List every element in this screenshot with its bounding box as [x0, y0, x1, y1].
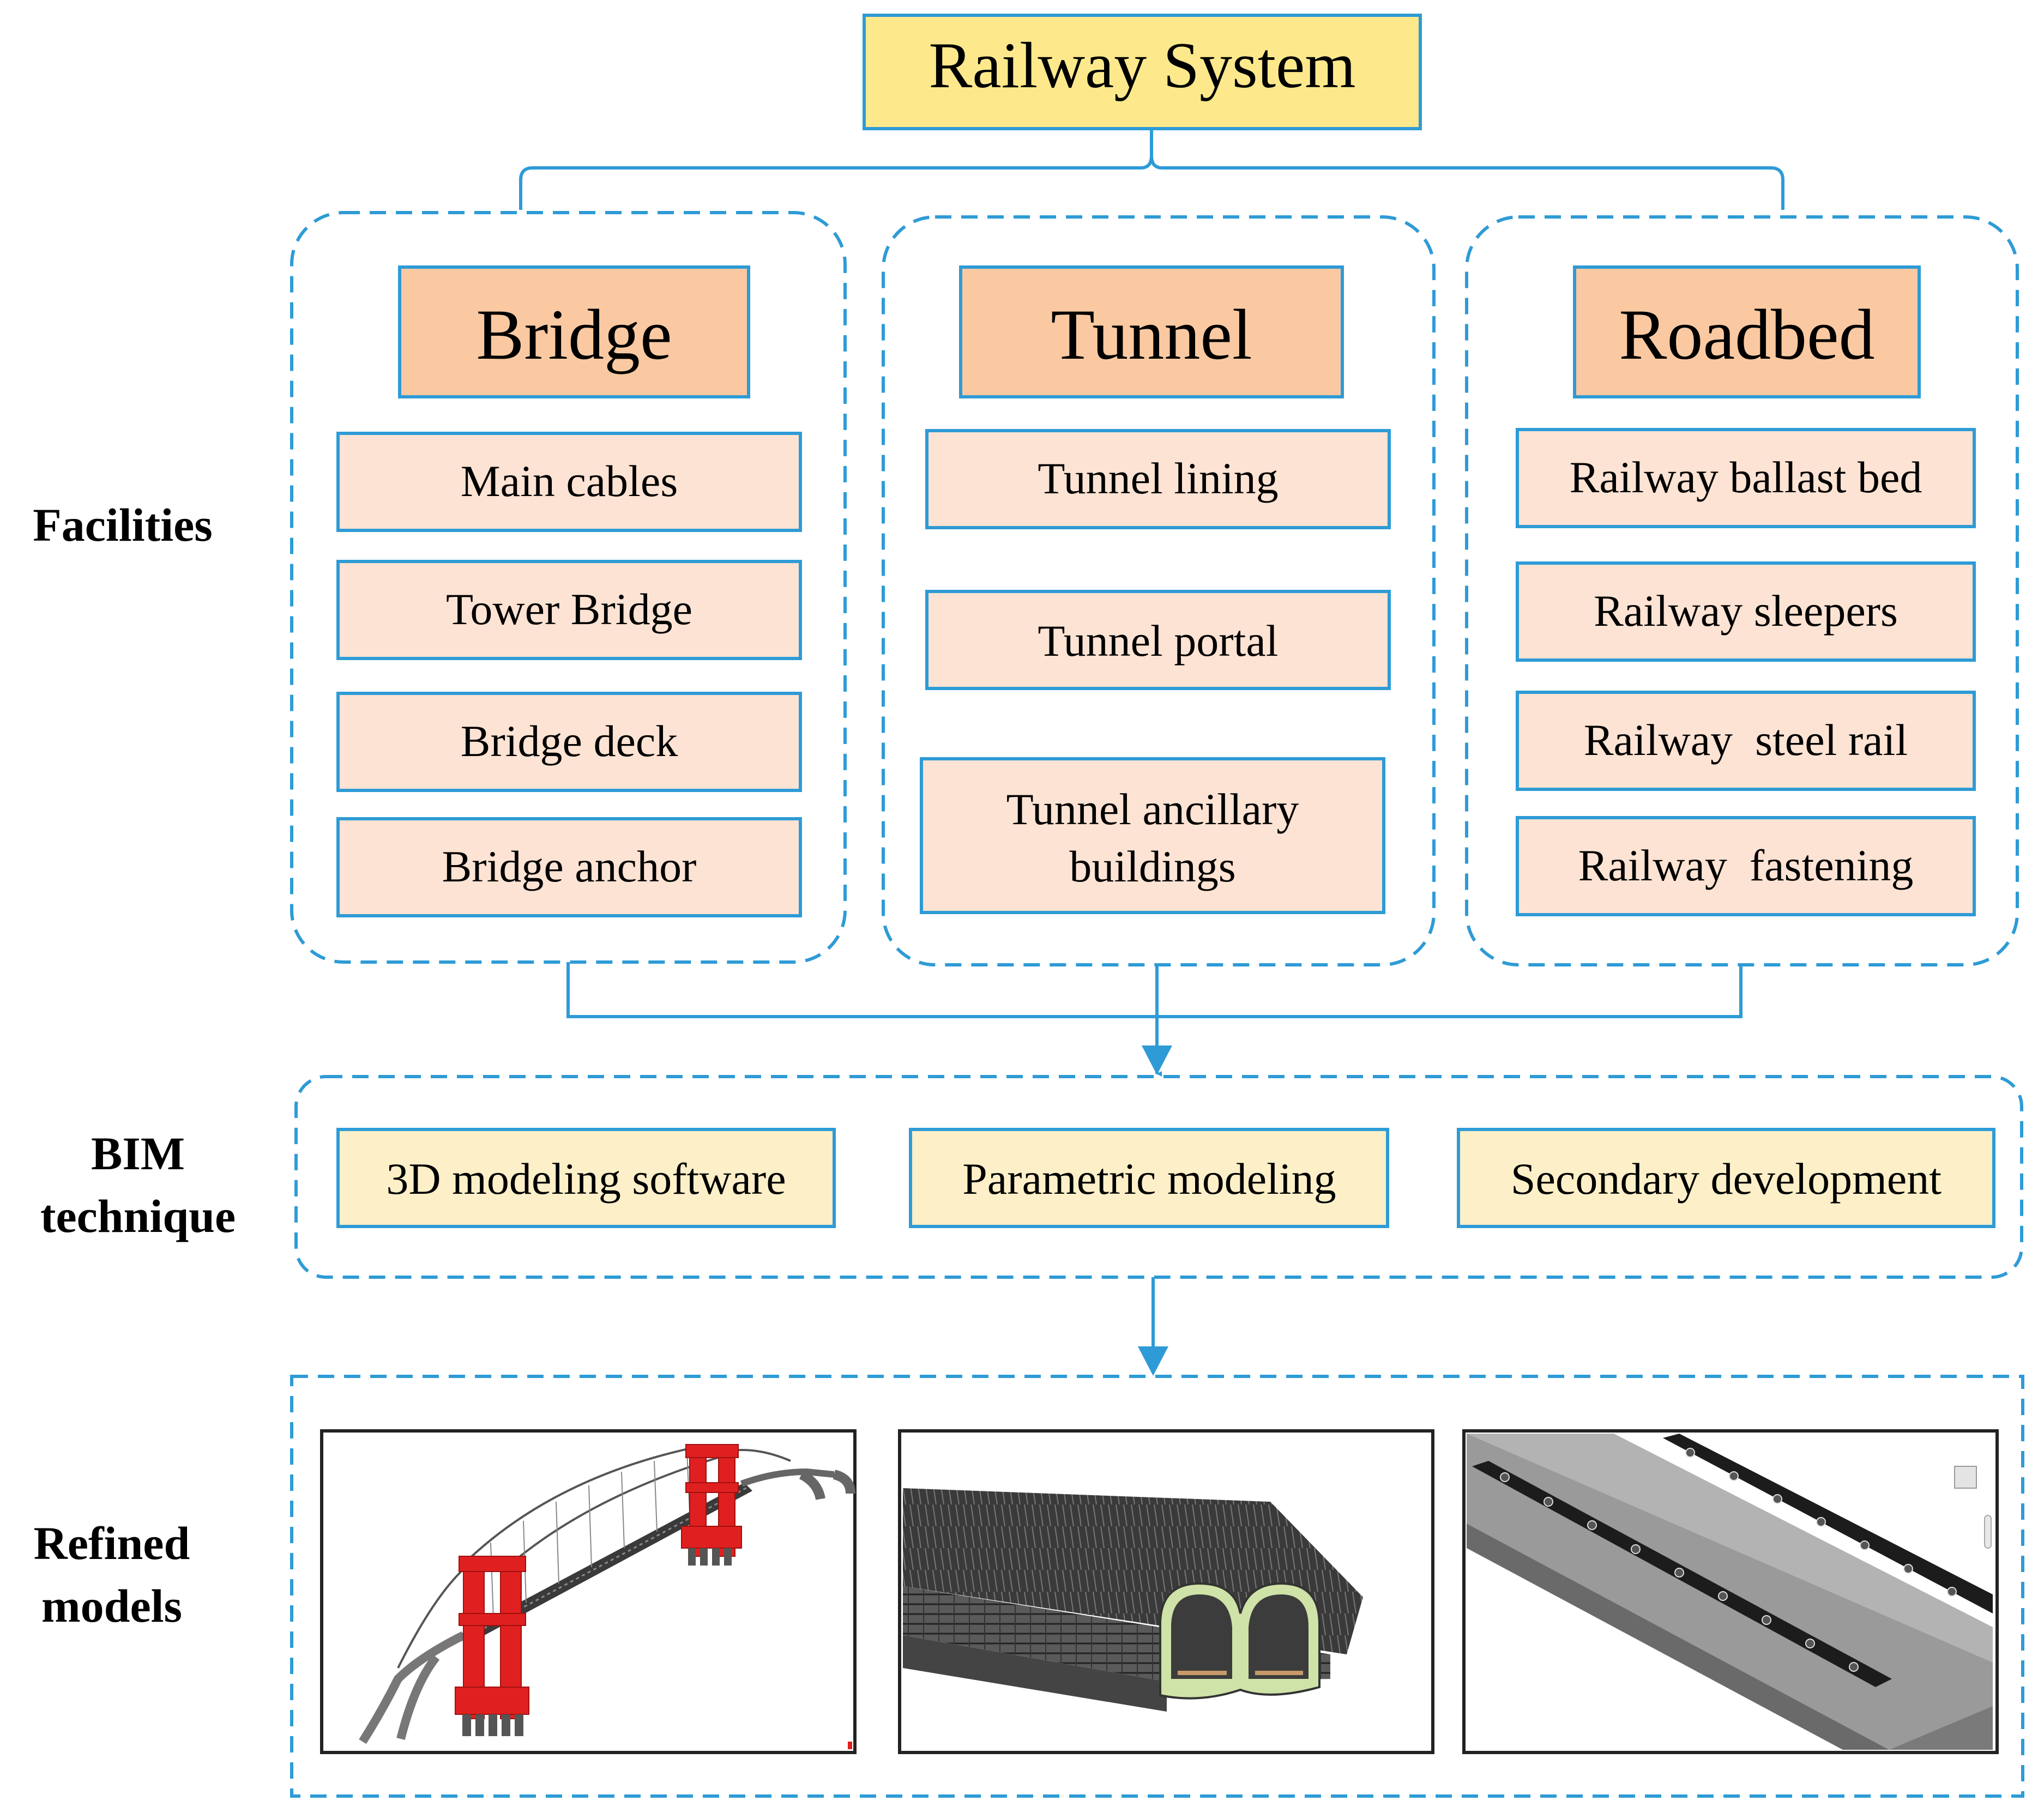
- bridge-group-frame: [290, 211, 847, 964]
- bridge-item-bridge-deck: Bridge deck: [461, 716, 678, 766]
- bim-row: 3D modeling software Parametric modeling…: [294, 1075, 2023, 1279]
- railway-system-title: Railway System: [928, 29, 1355, 101]
- tunnel-item-ancillary-line2: buildings: [1069, 842, 1235, 891]
- railway-system-box: [863, 14, 1422, 130]
- bridge-item-box: [336, 432, 802, 532]
- tunnel-group: Tunnel Tunnel lining Tunnel portal Tunne…: [882, 215, 1436, 966]
- roadbed-item-box: [1516, 816, 1976, 916]
- tunnel-model-image: [898, 1429, 1434, 1754]
- bridge-item-box: [336, 817, 802, 917]
- roadbed-group: Roadbed Railway ballast bed Railway slee…: [1465, 215, 2019, 966]
- roadbed-item-box: [1516, 428, 1976, 528]
- bim-item-box: [909, 1128, 1389, 1228]
- roadbed-item-steel-rail: Railway steel rail: [1584, 715, 1908, 765]
- view-cube-icon: [1954, 1466, 1992, 1549]
- tunnel-item-box: [925, 429, 1391, 529]
- bim-label-line2: technique: [40, 1190, 236, 1242]
- roadbed-model-image: [1462, 1429, 1999, 1754]
- tunnel-header: Tunnel: [1051, 294, 1252, 374]
- arrow-to-bim-head: [1142, 1046, 1172, 1075]
- bridge-item-box: [336, 560, 802, 660]
- tunnel-item-box: [925, 590, 1391, 690]
- bridge-item-box: [336, 692, 802, 792]
- bridge-group: Bridge Main cables Tower Bridge Bridge d…: [290, 211, 847, 964]
- bridge-header-box: [398, 265, 750, 398]
- bridge-item-tower-bridge: Tower Bridge: [446, 584, 692, 634]
- tunnel-item-lining: Tunnel lining: [1038, 454, 1278, 503]
- bim-label-line1: BIM: [91, 1127, 185, 1180]
- tunnel-item-box: [920, 757, 1385, 914]
- bim-item-box: [1457, 1128, 1995, 1228]
- bridge-header: Bridge: [476, 294, 672, 374]
- bridge-model-image: [320, 1429, 857, 1754]
- tunnel-item-ancillary-line1: Tunnel ancillary: [1006, 784, 1299, 834]
- bridge-item-main-cables: Main cables: [461, 456, 678, 506]
- facilities-merge-connector: [566, 962, 1742, 1018]
- refined-row-frame: [290, 1375, 2024, 1798]
- roadbed-item-box: [1516, 561, 1976, 662]
- tunnel-header-box: [959, 265, 1344, 398]
- bim-item-box: [336, 1128, 836, 1228]
- refined-label-line2: models: [41, 1580, 182, 1632]
- bim-item-secondary-dev: Secondary development: [1511, 1154, 1942, 1204]
- bim-row-frame: [294, 1075, 2023, 1279]
- top-bracket-connector: [519, 129, 1784, 210]
- facilities-label: Facilities: [33, 499, 213, 551]
- roadbed-item-ballast-bed: Railway ballast bed: [1570, 452, 1922, 502]
- refined-label-line1: Refined: [34, 1517, 190, 1569]
- arrow-to-models-head: [1138, 1346, 1168, 1376]
- tunnel-item-portal: Tunnel portal: [1038, 616, 1278, 666]
- roadbed-item-box: [1516, 691, 1976, 791]
- roadbed-header: Roadbed: [1619, 294, 1874, 374]
- bridge-item-bridge-anchor: Bridge anchor: [442, 842, 697, 891]
- roadbed-item-sleepers: Railway sleepers: [1594, 586, 1898, 636]
- bim-item-3d-modeling: 3D modeling software: [386, 1154, 786, 1204]
- roadbed-header-box: [1573, 265, 1921, 398]
- roadbed-item-fastening: Railway fastening: [1578, 841, 1914, 890]
- bim-item-parametric: Parametric modeling: [962, 1154, 1336, 1204]
